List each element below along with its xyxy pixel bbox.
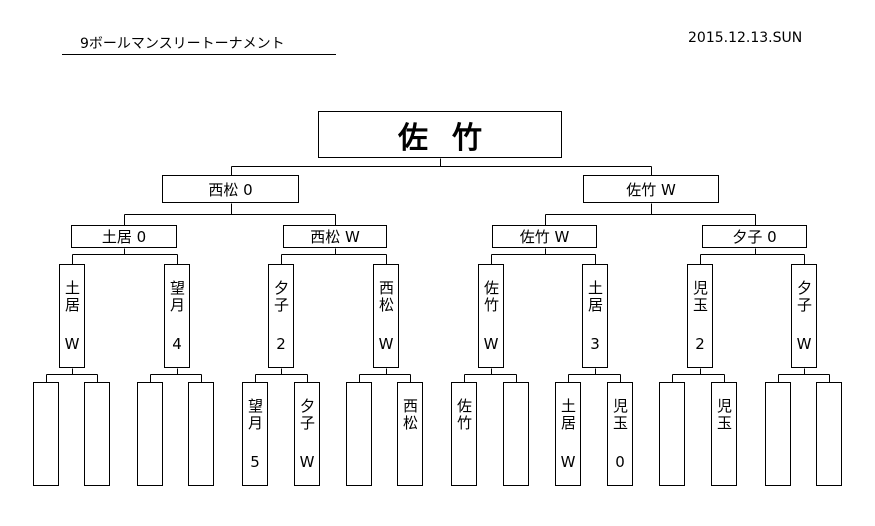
round1-box <box>346 382 372 486</box>
player-name: 児玉 <box>611 398 629 432</box>
event-date: 2015.12.13.SUN <box>688 30 803 46</box>
player-name: 夕子 <box>795 280 813 314</box>
tournament-title: 9ボールマンスリートーナメント <box>80 36 285 52</box>
round2-box: 佐竹 W <box>478 264 504 368</box>
round2-box: 望月 4 <box>164 264 190 368</box>
player-name: 児玉 <box>715 398 733 432</box>
player-score: 3 <box>590 335 600 353</box>
round1-box <box>84 382 110 486</box>
player-score: 2 <box>276 335 286 353</box>
player-name: 西松 <box>377 280 395 314</box>
round1-box <box>188 382 214 486</box>
player-score: W <box>560 453 576 471</box>
round1-box <box>765 382 791 486</box>
player-name: 西松 <box>401 398 419 432</box>
player-score: W <box>299 453 315 471</box>
round1-box <box>137 382 163 486</box>
round1-box <box>816 382 842 486</box>
round2-box: 土居 W <box>59 264 85 368</box>
quarterfinal-box: 夕子 0 <box>702 225 807 248</box>
player-name: 佐竹 <box>455 398 473 432</box>
player-score: 0 <box>615 453 625 471</box>
quarterfinal-box: 佐竹 W <box>492 225 597 248</box>
quarterfinal-box: 西松 W <box>283 225 387 248</box>
player-score: W <box>483 335 499 353</box>
round1-box: 児玉 <box>711 382 737 486</box>
round2-box: 児玉 2 <box>687 264 713 368</box>
title-underline <box>62 54 336 55</box>
quarterfinal-box: 土居 0 <box>71 225 177 248</box>
round2-box: 西松 W <box>373 264 399 368</box>
player-name: 夕子 <box>272 280 290 314</box>
round1-box: 佐竹 <box>451 382 477 486</box>
player-score: W <box>378 335 394 353</box>
player-name: 佐竹 <box>482 280 500 314</box>
player-name: 児玉 <box>691 280 709 314</box>
round1-box: 土居 W <box>555 382 581 486</box>
player-name: 土居 <box>559 398 577 432</box>
round1-box <box>33 382 59 486</box>
semifinal-box: 佐竹 W <box>583 175 719 203</box>
round1-box <box>503 382 529 486</box>
round1-box: 児玉 0 <box>607 382 633 486</box>
round2-box: 夕子 2 <box>268 264 294 368</box>
semifinal-box: 西松 0 <box>162 175 299 203</box>
player-name: 望月 <box>168 280 186 314</box>
player-score: 5 <box>250 453 260 471</box>
round1-box <box>659 382 685 486</box>
player-name: 望月 <box>246 398 264 432</box>
round2-box: 夕子 W <box>791 264 817 368</box>
player-score: 4 <box>172 335 182 353</box>
player-score: 2 <box>695 335 705 353</box>
player-name: 土居 <box>63 280 81 314</box>
champion-box: 佐竹 <box>318 111 562 158</box>
round1-box: 西松 <box>397 382 423 486</box>
round2-box: 土居 3 <box>582 264 608 368</box>
player-score: W <box>64 335 80 353</box>
round1-box: 望月 5 <box>242 382 268 486</box>
champion-name: 佐竹 <box>398 120 506 156</box>
round1-box: 夕子 W <box>294 382 320 486</box>
player-name: 土居 <box>586 280 604 314</box>
player-name: 夕子 <box>298 398 316 432</box>
player-score: W <box>796 335 812 353</box>
